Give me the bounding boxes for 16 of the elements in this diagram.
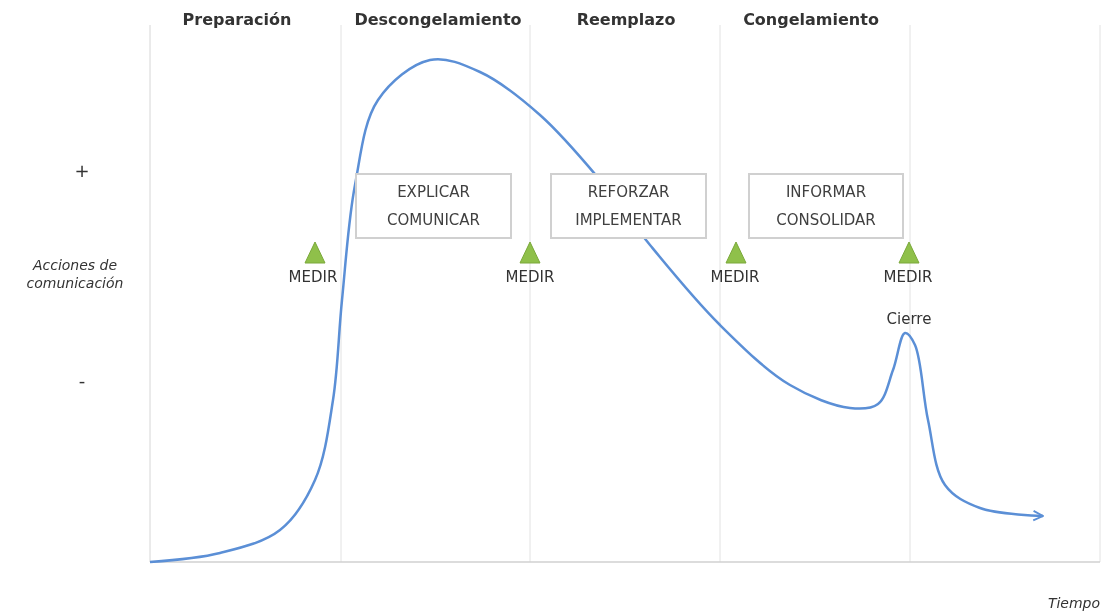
axis-title: Tiempo [1047, 595, 1101, 611]
axis-title: Acciones de comunicación [25, 256, 125, 292]
axis-label: + [74, 160, 90, 181]
measure-label: MEDIR [883, 268, 933, 286]
measure-label: MEDIR [505, 268, 555, 286]
process-box: EXPLICAR COMUNICAR [355, 173, 512, 239]
measure-label: MEDIR [288, 268, 338, 286]
process-box: INFORMAR CONSOLIDAR [748, 173, 904, 239]
process-box: REFORZAR IMPLEMENTAR [550, 173, 707, 239]
phase-heading: Congelamiento [743, 10, 879, 29]
phase-heading: Descongelamiento [354, 10, 522, 29]
measure-label: MEDIR [710, 268, 760, 286]
phase-heading: Reemplazo [576, 10, 676, 29]
phase-heading: Preparación [182, 10, 292, 29]
axis-label: - [78, 370, 86, 391]
annotation-label: Cierre [886, 310, 932, 328]
